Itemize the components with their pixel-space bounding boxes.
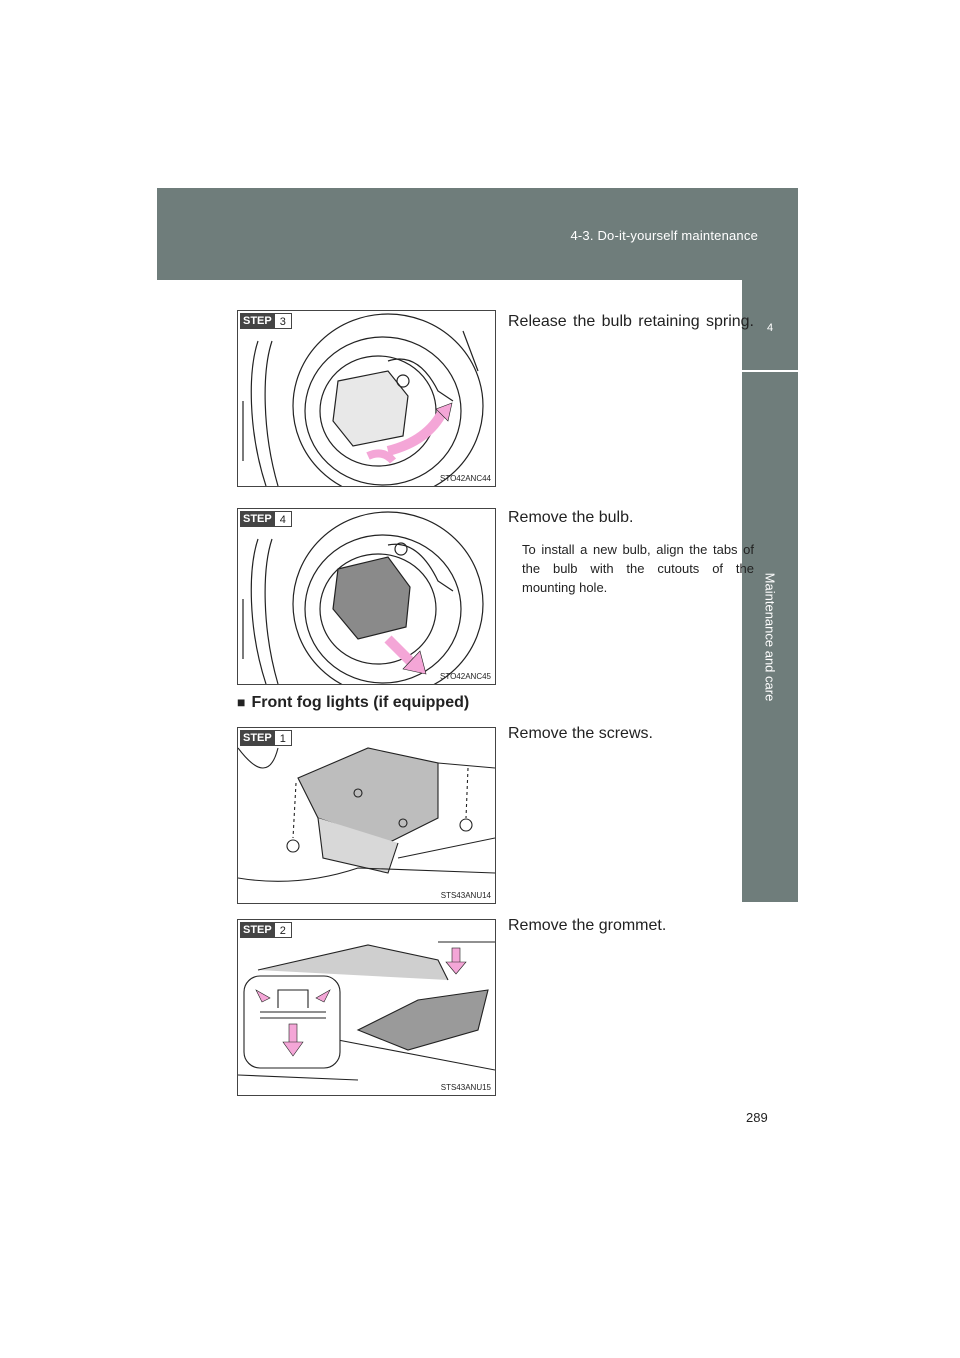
step-badge-label: STEP	[240, 313, 275, 329]
step-text: Remove the bulb.	[508, 509, 634, 526]
step-text: Remove the screws.	[508, 725, 653, 742]
chapter-number-tab: 4	[742, 280, 798, 370]
headlight-spring-illustration	[242, 313, 484, 486]
fog-light-screws-illustration	[238, 747, 495, 882]
figure-code: STS43ANU14	[440, 891, 491, 900]
step-badge-label: STEP	[240, 511, 275, 527]
figure-code: STS43ANU15	[440, 1083, 491, 1092]
fog-light-grommet-illustration	[238, 941, 495, 1081]
step-badge-label: STEP	[240, 730, 275, 746]
step-note: To install a new bulb, align the tabs of…	[522, 542, 754, 595]
step-badge-number: 2	[274, 922, 292, 938]
step-badge-number: 1	[274, 730, 292, 746]
chapter-number: 4	[766, 322, 774, 334]
figure-step-4: STEP 4 STO42ANC45	[237, 508, 496, 685]
step-badge: STEP 2	[240, 922, 292, 938]
section-heading-text: Front fog lights (if equipped)	[251, 694, 470, 711]
step-badge-number: 4	[274, 511, 292, 527]
step-badge: STEP 1	[240, 730, 292, 746]
chapter-label: Maintenance and care	[762, 572, 778, 702]
section-title: 4-3. Do-it-yourself maintenance	[570, 228, 758, 243]
step-text: Remove the grommet.	[508, 917, 667, 934]
section-marker: ■	[237, 694, 246, 710]
step-badge-number: 3	[274, 313, 292, 329]
step-badge: STEP 4	[240, 511, 292, 527]
headlight-bulb-illustration	[242, 511, 484, 684]
step-badge-label: STEP	[240, 922, 275, 938]
chapter-label-tab: Maintenance and care	[742, 372, 798, 902]
figure-step-3: STEP 3 STO42ANC44	[237, 310, 496, 487]
figure-step-2: STEP 2 STS43ANU15	[237, 919, 496, 1096]
figure-code: STO42ANC45	[440, 672, 491, 681]
section-header: 4-3. Do-it-yourself maintenance	[157, 188, 798, 280]
figure-code: STO42ANC44	[440, 474, 491, 483]
step-text: Release the bulb retaining spring.	[508, 313, 754, 330]
figure-step-1: STEP 1 STS43ANU14	[237, 727, 496, 904]
section-heading: ■ Front fog lights (if equipped)	[237, 694, 469, 712]
page-number: 289	[746, 1110, 768, 1125]
step-badge: STEP 3	[240, 313, 292, 329]
